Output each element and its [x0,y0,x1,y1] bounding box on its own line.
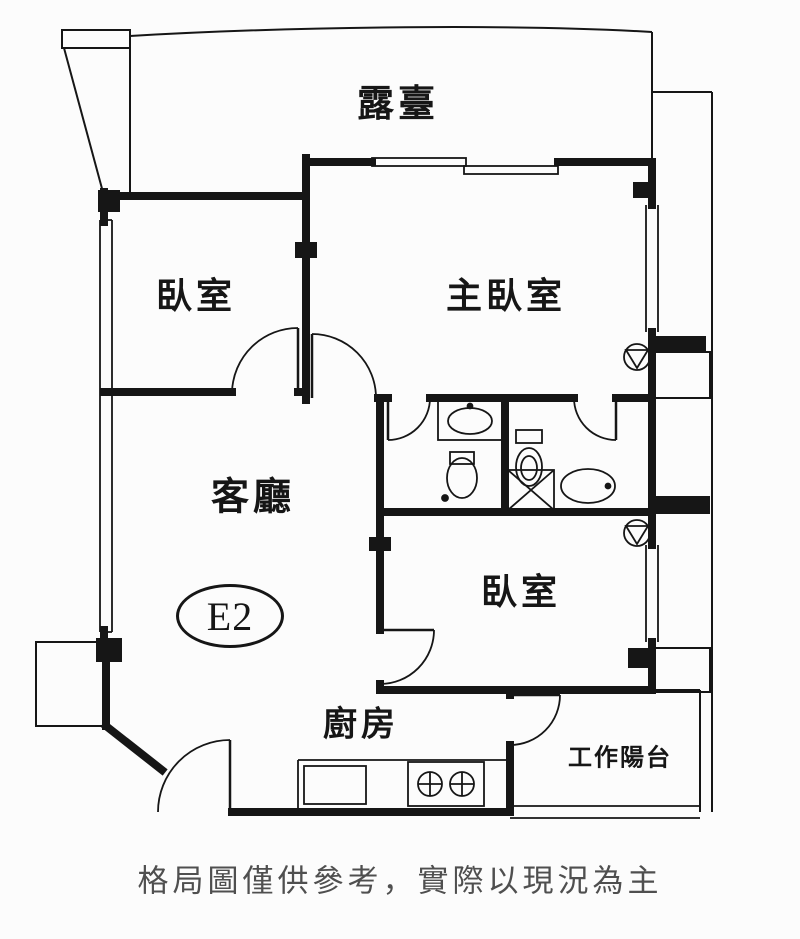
entrance-door-arc [157,739,231,813]
room-label-terrace: 露臺 [357,84,439,125]
column-bottom-right [628,648,652,668]
door-leaves [228,328,618,812]
bathroom-fixtures [437,399,616,511]
unit-label-badge: E2 [176,584,284,648]
terrace-top-edge [129,26,653,37]
room-label-work-balcony: 工作陽台 [568,745,672,772]
outer-outline [35,26,713,812]
gas-stove-icon [407,761,485,807]
kitchen-fixtures [297,759,510,812]
terrace-sliding-door-leaf2 [463,165,559,175]
column-top-right [633,182,653,198]
kitchen-cabinet [303,765,367,805]
room-label-bedroom-left: 臥室 [155,276,237,316]
entry-slant-wall [100,720,168,776]
kitchen-counter [297,759,510,812]
master-door-arc [311,333,377,399]
wall-tick-living [369,537,391,551]
room-label-kitchen: 廚房 [323,706,399,744]
shower-pan-icon [507,469,555,511]
toilet-icon [515,429,543,487]
bedroom2-right-window [645,545,659,642]
balcony-bottom-window [510,805,700,819]
unit-label-text: E2 [206,593,254,639]
columns [96,182,710,668]
room-label-master-bedroom: 主臥室 [445,276,567,316]
balcony-door-arc [509,694,561,746]
washbasin-icon [437,399,503,441]
column-top-left [98,190,120,212]
door-arcs [157,327,617,813]
right-beam-1 [648,336,706,352]
column-bottom-left [96,638,122,662]
exhaust-fan-icon [623,519,651,547]
right-duct-box [651,351,711,399]
master-right-window [645,205,659,332]
ac-platform [35,641,107,727]
balcony-right-edge [652,689,701,812]
pedestal-basin-icon [441,451,478,502]
terrace-sliding-door-leaf1 [371,157,467,167]
doors [157,327,618,813]
wall-tick-divider [295,242,317,258]
bedroom-left-door-arc [231,327,299,393]
bath1-door-arc [387,397,431,441]
right-ledge-box [651,647,711,693]
slanted-outer-edge [63,47,105,197]
disclaimer-caption: 格局圖僅供參考，實際以現況為主 [137,863,663,899]
bath2-door-arc [573,397,617,441]
exhaust-fan-icon [623,343,651,371]
bedroom2-door-arc [379,629,435,685]
room-label-bedroom-right: 臥室 [480,572,562,612]
fans [623,343,651,547]
parapet-notch [61,29,131,49]
left-window [99,219,113,633]
room-label-living-room: 客廳 [210,476,296,519]
right-beam-2 [652,496,710,514]
oval-basin-icon [560,468,616,504]
